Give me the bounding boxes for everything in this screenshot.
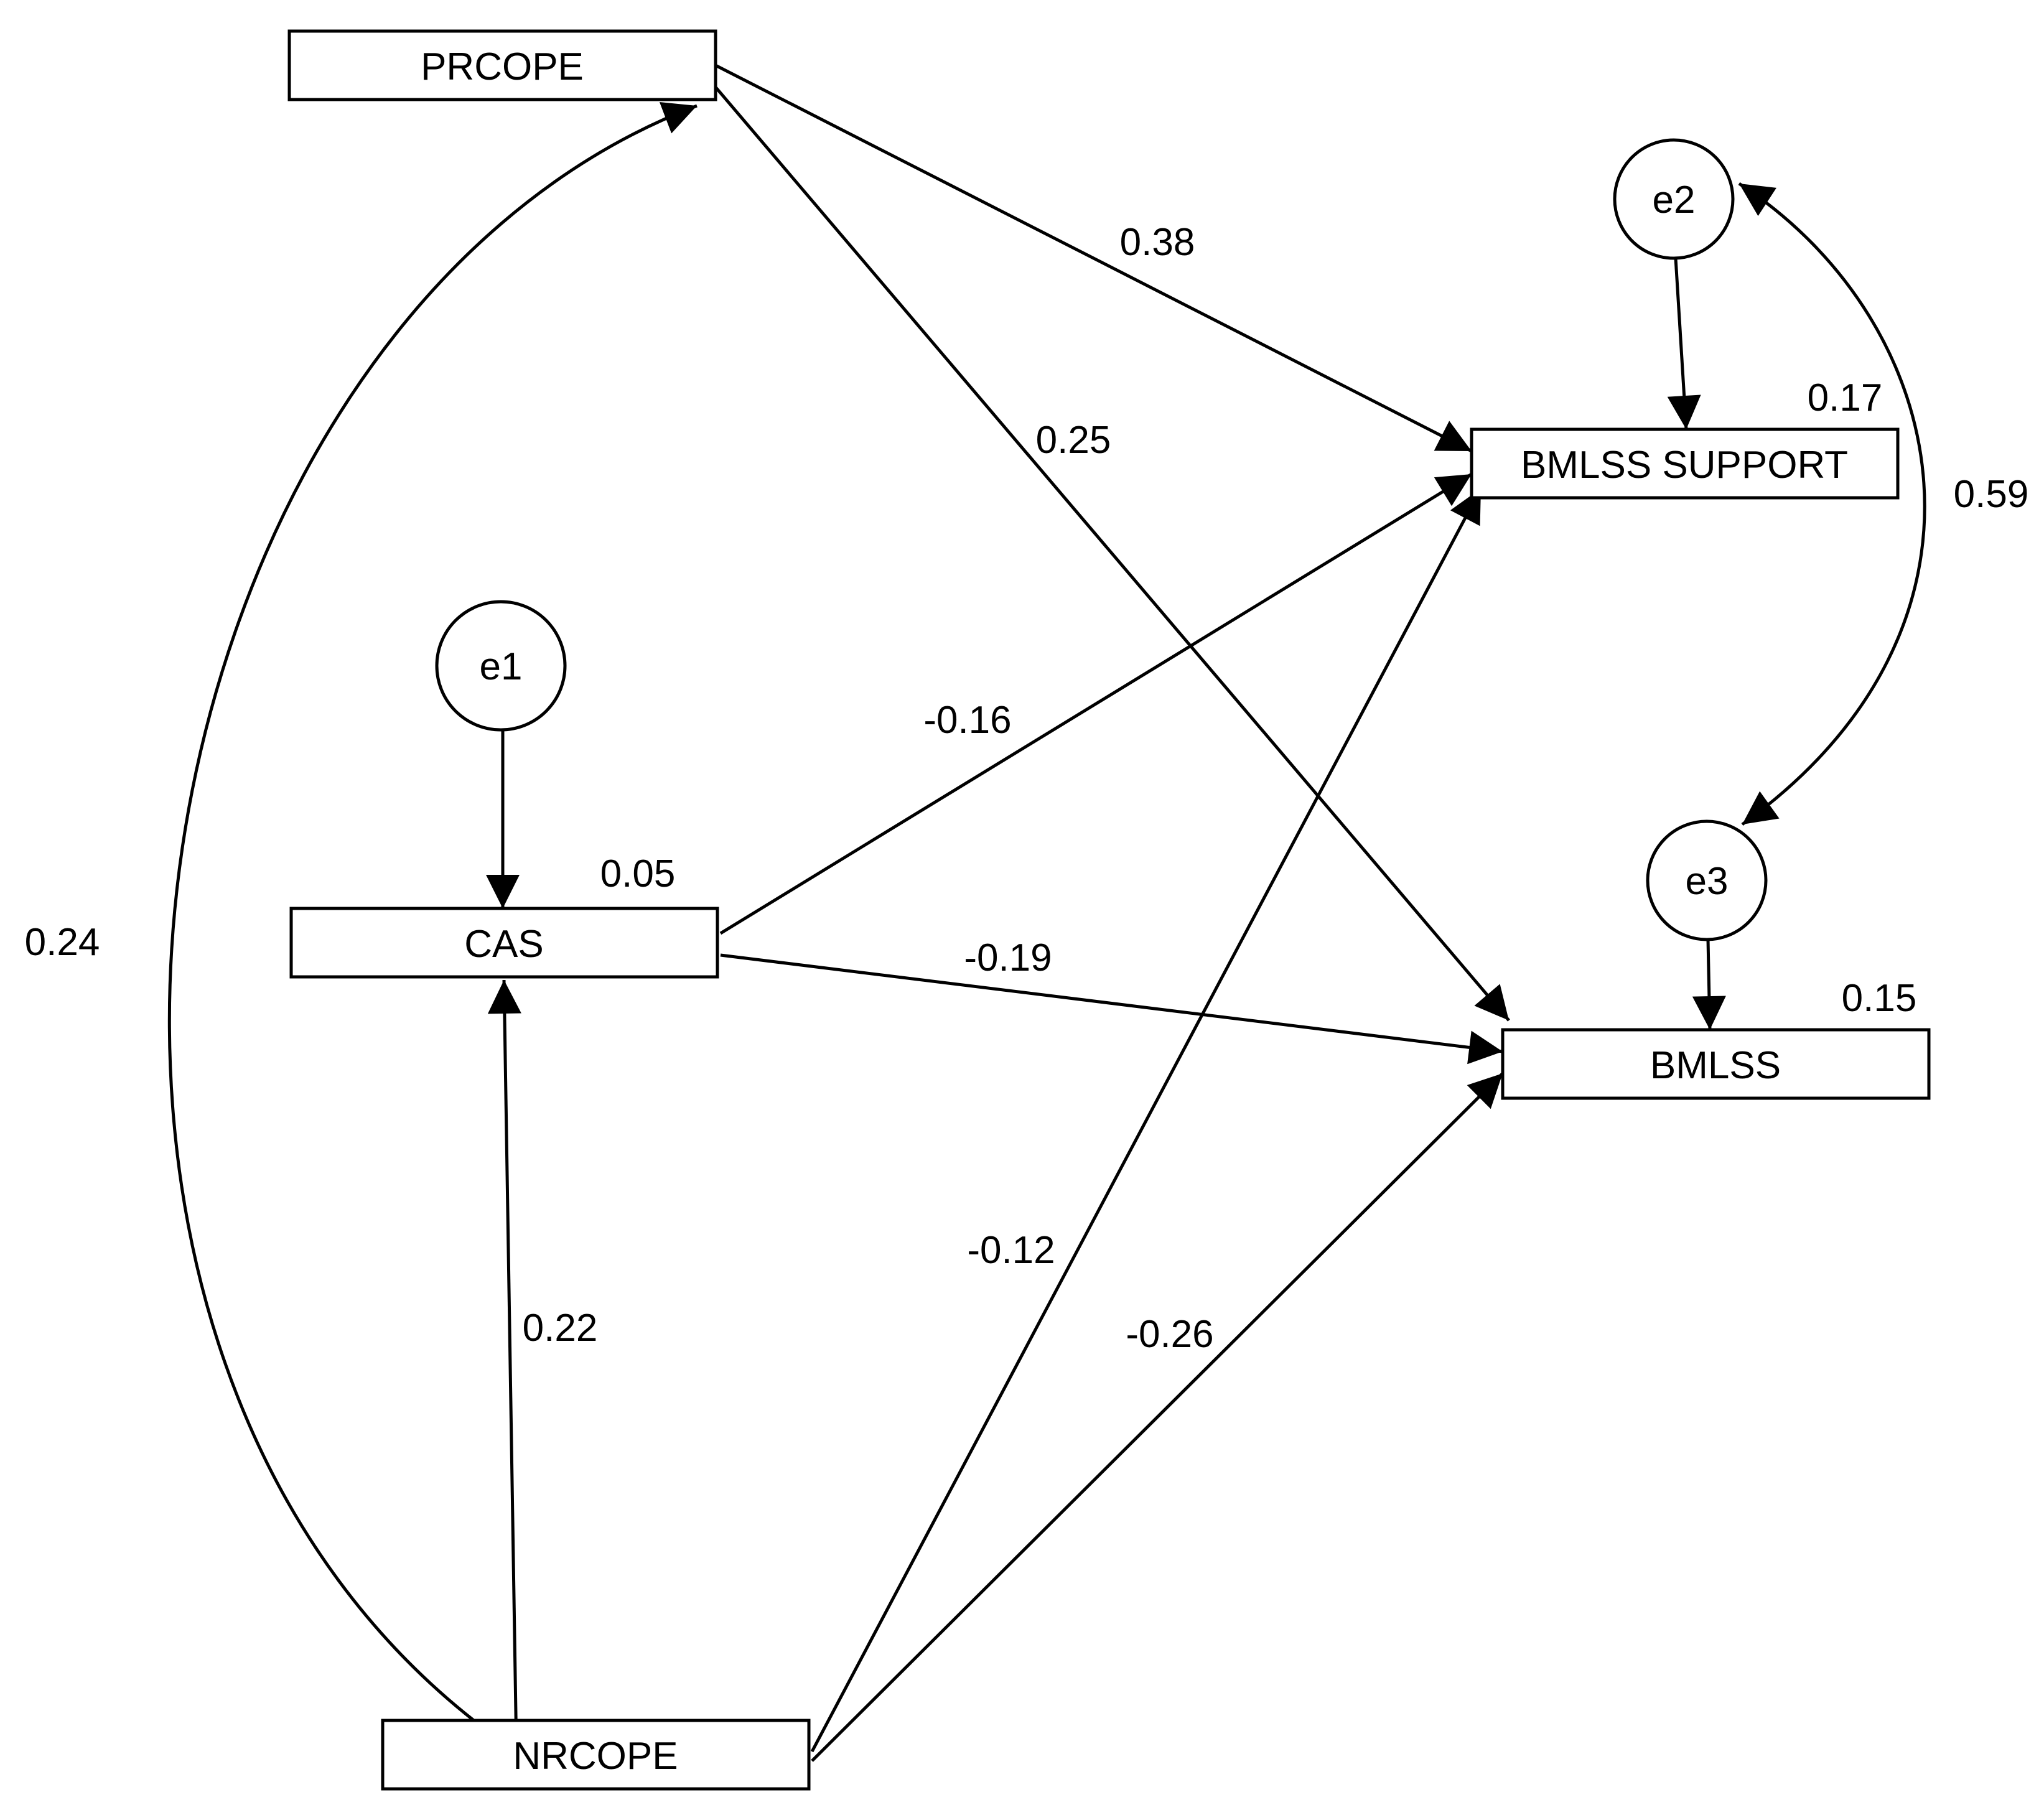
path-prcope-to-bmlss [714, 86, 1510, 1022]
coef-prcope-bmlss: 0.25 [1036, 419, 1111, 462]
error-e3-label: e3 [1686, 860, 1729, 903]
path-cas-to-bmlss [720, 953, 1503, 1065]
r-squared-cas: 0.05 [600, 852, 676, 895]
coef-cas-bmlss: -0.19 [964, 936, 1052, 979]
path-prcope-to-bmlss-support [714, 63, 1473, 453]
path-nrcope-to-bmlss-support [810, 487, 1483, 1753]
node-prcope: PRCOPE [287, 29, 717, 101]
error-e2-label: e2 [1653, 179, 1696, 222]
cov-prcope-nrcope: 0.24 [25, 921, 100, 964]
r-squared-bmlss-support: 0.17 [1808, 376, 1883, 419]
path-e2-to-bmlss-support [1667, 258, 1701, 430]
coef-nrcope-bmlss-support: -0.12 [967, 1229, 1055, 1272]
coef-nrcope-cas: 0.22 [523, 1307, 598, 1350]
node-prcope-label: PRCOPE [421, 45, 584, 88]
path-cas-to-bmlss-support [719, 472, 1473, 935]
coef-cas-bmlss-support: -0.16 [923, 699, 1011, 742]
node-nrcope: NRCOPE [381, 1719, 811, 1791]
error-e2: e2 [1613, 138, 1735, 260]
node-bmlss-label: BMLSS [1650, 1044, 1781, 1087]
path-nrcope-to-cas [487, 979, 521, 1752]
node-cas-label: CAS [464, 923, 543, 966]
node-bmlss: BMLSS [1501, 1028, 1931, 1100]
covariance-prcope-nrcope [167, 102, 698, 1753]
cov-e2-e3: 0.59 [1954, 473, 2029, 516]
node-cas: CAS [289, 907, 719, 979]
error-e3: e3 [1646, 819, 1768, 941]
error-e1-label: e1 [480, 645, 523, 688]
error-e1: e1 [435, 600, 567, 732]
node-nrcope-label: NRCOPE [513, 1735, 678, 1778]
node-bmlss-support: BMLSS SUPPORT [1470, 427, 1900, 500]
node-bmlss-support-label: BMLSS SUPPORT [1521, 444, 1848, 487]
coef-prcope-bmlss-support: 0.38 [1120, 221, 1195, 264]
r-squared-bmlss: 0.15 [1842, 977, 1917, 1020]
covariance-e2-e3 [1738, 182, 1926, 826]
coef-nrcope-bmlss: -0.26 [1126, 1313, 1213, 1356]
path-e3-to-bmlss [1692, 939, 1726, 1030]
path-nrcope-to-bmlss [811, 1072, 1504, 1762]
